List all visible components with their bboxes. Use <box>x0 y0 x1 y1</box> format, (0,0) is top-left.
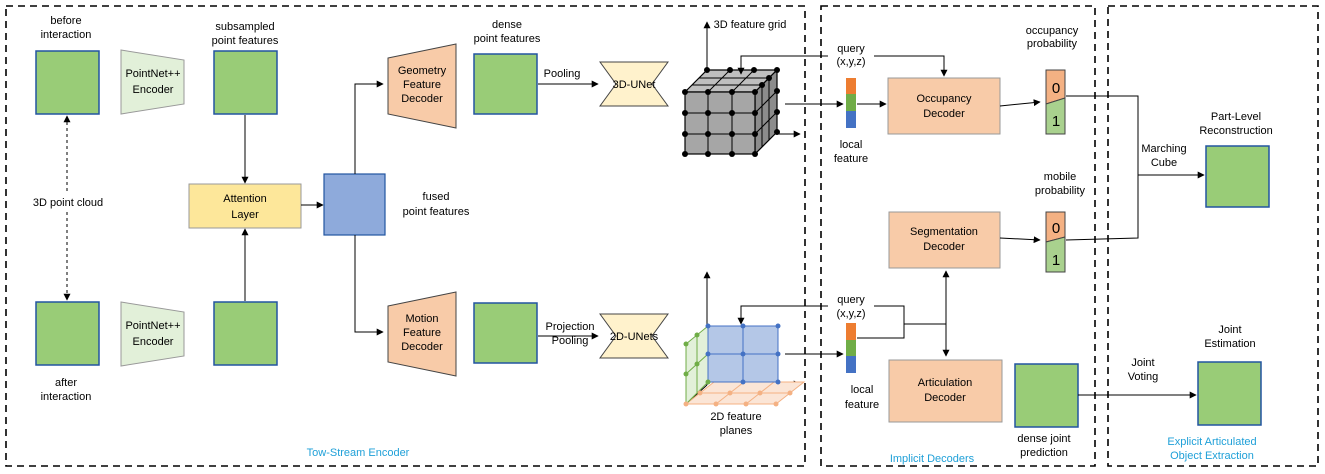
pooling-label: Pooling <box>544 68 581 80</box>
occupancy-bit0: 0 <box>1052 80 1060 97</box>
occupancy-label-2: Decoder <box>923 108 965 120</box>
before-point-cloud <box>35 50 100 115</box>
feature-planes <box>683 271 806 407</box>
point-cloud-label: 3D point cloud <box>33 197 103 209</box>
dense-label-2: point features <box>474 33 541 45</box>
fused-label-1: fused <box>423 191 450 203</box>
attention-label-2: Layer <box>231 209 259 221</box>
local-feature-bottom-label-1: local <box>851 384 874 396</box>
subsampled-label-2: point features <box>212 35 279 47</box>
motion-label-2: Feature <box>403 327 441 339</box>
dense-joint-label-1: dense joint <box>1017 433 1070 445</box>
mobile-prob-label-1: mobile <box>1044 171 1076 183</box>
dense-joint-prediction <box>1014 363 1079 428</box>
local-feature-bottom <box>846 323 856 373</box>
extraction-section-label-1: Explicit Articulated <box>1167 436 1256 448</box>
segmentation-decoder <box>888 211 1001 269</box>
pointnet-encoder-top <box>120 49 185 115</box>
joint-estimation-label-2: Estimation <box>1204 338 1255 350</box>
feature-grid-label: 3D feature grid <box>714 19 787 31</box>
query-top-label-2: (x,y,z) <box>836 56 865 68</box>
unet-2d <box>599 313 669 359</box>
motion-label-1: Motion <box>405 313 438 325</box>
decoders-section-label: Implicit Decoders <box>890 453 975 465</box>
extraction-section <box>1107 5 1319 467</box>
geometry-label-3: Decoder <box>401 93 443 105</box>
unet-3d-label: 3D-UNet <box>613 79 656 91</box>
query-top-label-1: query <box>837 43 865 55</box>
marching-label-1: Marching <box>1141 143 1186 155</box>
after-label-1: after <box>55 377 77 389</box>
occupancy-decoder <box>887 77 1001 135</box>
articulation-decoder <box>888 359 1003 423</box>
fused-label-2: point features <box>403 206 470 218</box>
segmentation-label-1: Segmentation <box>910 226 978 238</box>
mobile-prob-label-2: probability <box>1035 185 1086 197</box>
encoder-section <box>5 5 806 467</box>
decoders-section <box>820 5 1096 467</box>
pointnet-top-label-1: PointNet++ <box>125 68 180 80</box>
geometry-feature-decoder <box>387 43 457 129</box>
pointnet-bottom-label-2: Encoder <box>133 336 174 348</box>
segmentation-label-2: Decoder <box>923 241 965 253</box>
mobile-bit1: 1 <box>1052 252 1060 269</box>
joint-voting-label-2: Voting <box>1128 371 1159 383</box>
pointnet-top-label-2: Encoder <box>133 84 174 96</box>
joint-estimation <box>1197 361 1262 426</box>
query-bottom-label-2: (x,y,z) <box>836 308 865 320</box>
occupancy-prob-label-1: occupancy <box>1026 25 1079 37</box>
attention-label-1: Attention <box>223 193 266 205</box>
feature-planes-label-2: planes <box>720 425 753 437</box>
occupancy-probability-bit <box>1045 69 1066 135</box>
projection-label: Projection <box>546 321 595 333</box>
local-feature-top-label-1: local <box>840 139 863 151</box>
pointnet-bottom-label-1: PointNet++ <box>125 320 180 332</box>
pointnet-encoder-bottom <box>120 301 185 367</box>
mobile-probability-bit <box>1045 211 1066 273</box>
extraction-section-label-2: Object Extraction <box>1170 450 1254 462</box>
query-bottom-label-1: query <box>837 294 865 306</box>
articulation-label-1: Articulation <box>918 377 972 389</box>
subsampled-label-1: subsampled <box>215 21 274 33</box>
feature-grid-cube <box>682 21 801 157</box>
motion-feature-decoder <box>387 291 457 377</box>
after-point-cloud <box>35 301 100 366</box>
local-feature-bottom-label-2: feature <box>845 399 879 411</box>
articulation-label-2: Decoder <box>924 392 966 404</box>
local-feature-top <box>846 78 856 128</box>
fused-features <box>323 173 386 236</box>
dense-joint-label-2: prediction <box>1020 447 1068 459</box>
after-label-2: interaction <box>41 391 92 403</box>
projection-pooling-label: Pooling <box>552 335 589 347</box>
part-level-reconstruction <box>1205 145 1270 208</box>
before-label-2: interaction <box>41 29 92 41</box>
unet-3d <box>599 61 669 107</box>
dense-features-bottom <box>473 302 538 364</box>
geometry-label-2: Feature <box>403 79 441 91</box>
dense-features-top <box>473 53 538 115</box>
before-label-1: before <box>50 15 81 27</box>
unet-2d-label: 2D-UNets <box>610 331 659 343</box>
dense-label-1: dense <box>492 19 522 31</box>
joint-estimation-label-1: Joint <box>1218 324 1241 336</box>
motion-label-3: Decoder <box>401 341 443 353</box>
encoder-section-label: Tow-Stream Encoder <box>307 447 410 459</box>
part-level-label-1: Part-Level <box>1211 111 1261 123</box>
attention-layer <box>188 183 302 229</box>
occupancy-label-1: Occupancy <box>916 93 972 105</box>
joint-voting-label-1: Joint <box>1131 357 1154 369</box>
local-feature-top-label-2: feature <box>834 153 868 165</box>
feature-planes-label-1: 2D feature <box>710 411 761 423</box>
mobile-bit0: 0 <box>1052 220 1060 237</box>
part-level-label-2: Reconstruction <box>1199 125 1272 137</box>
occupancy-bit1: 1 <box>1052 113 1060 130</box>
geometry-label-1: Geometry <box>398 65 447 77</box>
marching-label-2: Cube <box>1151 157 1177 169</box>
subsampled-features-bottom <box>213 301 278 366</box>
occupancy-prob-label-2: probability <box>1027 38 1078 50</box>
subsampled-features-top <box>213 50 278 115</box>
